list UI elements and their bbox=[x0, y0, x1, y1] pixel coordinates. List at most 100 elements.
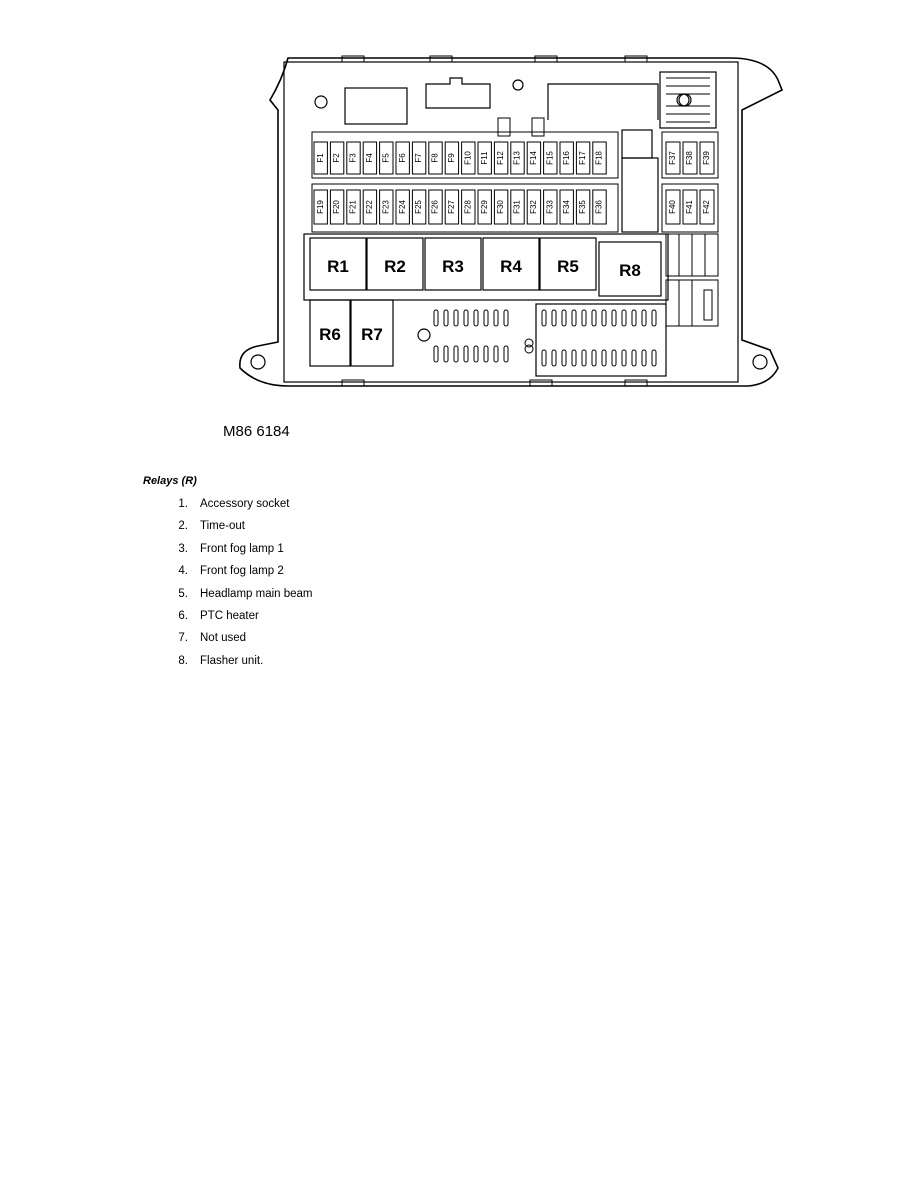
fuse-slot bbox=[329, 141, 345, 175]
fuse-slot bbox=[575, 141, 591, 175]
connector-pin bbox=[503, 309, 509, 327]
connector-pin bbox=[483, 345, 489, 363]
connector-pin bbox=[551, 349, 557, 367]
fuse-label: F36 bbox=[595, 200, 604, 214]
relay-r5 bbox=[539, 237, 597, 291]
relay-r2 bbox=[366, 237, 424, 291]
fuse-label: F5 bbox=[381, 153, 390, 163]
relay-description: Time-out bbox=[200, 520, 245, 533]
connector-pin bbox=[601, 309, 607, 327]
connector-pin bbox=[581, 349, 587, 367]
fuse-slot bbox=[313, 189, 328, 225]
fuse-slot bbox=[379, 141, 394, 175]
fuse-slot bbox=[428, 141, 443, 175]
fuse-label: F35 bbox=[578, 200, 587, 214]
fuse-slot bbox=[444, 189, 460, 225]
fuse-label: F3 bbox=[349, 153, 358, 163]
connector-pin bbox=[641, 349, 647, 367]
connector-pin bbox=[443, 309, 449, 327]
fuse-label: F25 bbox=[414, 200, 423, 214]
fuse-label: F23 bbox=[381, 200, 390, 214]
fuse-label: F42 bbox=[702, 200, 711, 214]
fuse-slot bbox=[543, 189, 558, 225]
fuse-label: F13 bbox=[513, 151, 522, 165]
relay-label-r3: R3 bbox=[442, 257, 464, 276]
connector-pin bbox=[433, 345, 439, 363]
fuse-slot bbox=[575, 189, 591, 225]
fuse-slot bbox=[411, 141, 427, 175]
fuse-slot bbox=[346, 141, 361, 175]
fuse-slot bbox=[665, 189, 681, 225]
fuse-slot bbox=[543, 141, 558, 175]
mount-hole-bl bbox=[250, 354, 266, 370]
relay-list-item: 7.Not used bbox=[150, 632, 313, 654]
connector-pin bbox=[561, 349, 567, 367]
fuse-label: F24 bbox=[398, 200, 407, 214]
connector-pin bbox=[453, 309, 459, 327]
relay-r4 bbox=[482, 237, 540, 291]
mount-hole-ml bbox=[417, 328, 431, 342]
connector-pin bbox=[463, 309, 469, 327]
fuse-slot bbox=[510, 189, 525, 225]
fuse-slot bbox=[682, 141, 698, 175]
relay-description: Accessory socket bbox=[200, 498, 290, 510]
connector-pin bbox=[443, 345, 449, 363]
fuse-label: F38 bbox=[685, 151, 694, 165]
connector-pins bbox=[433, 309, 657, 367]
fuse-label: F31 bbox=[513, 200, 522, 214]
connector-pin bbox=[621, 309, 627, 327]
connector-pin bbox=[621, 349, 627, 367]
fuse-label: F11 bbox=[480, 151, 489, 165]
figure-id: M86 6184 bbox=[223, 423, 290, 440]
connector-pin bbox=[483, 309, 489, 327]
connector-pin bbox=[503, 345, 509, 363]
fuse-slot bbox=[362, 189, 378, 225]
fuse-slot bbox=[411, 189, 427, 225]
relay-list-item: 2.Time-out bbox=[150, 520, 313, 542]
relay-r7 bbox=[350, 299, 394, 367]
fuse-slot bbox=[526, 189, 542, 225]
fuse-label: F28 bbox=[463, 200, 472, 214]
relay-label-r4: R4 bbox=[500, 257, 522, 276]
relay-r6 bbox=[309, 299, 351, 367]
relay-description: Front fog lamp 1 bbox=[200, 542, 284, 555]
relay-list-item: 8.Flasher unit. bbox=[150, 655, 313, 677]
fuse-label: F15 bbox=[545, 151, 554, 165]
connector-pin bbox=[581, 309, 587, 327]
connector-pin bbox=[551, 309, 557, 327]
fuse-label: F26 bbox=[431, 200, 440, 214]
connector-pin bbox=[541, 349, 547, 367]
relay-label-r7: R7 bbox=[361, 325, 383, 344]
fuse-label: F29 bbox=[480, 200, 489, 214]
fuse-slot bbox=[461, 189, 476, 225]
relay-description: PTC heater bbox=[200, 609, 259, 622]
relay-list-item: 3. Front fog lamp 1 bbox=[150, 543, 313, 565]
section-title: Relays (R) bbox=[143, 475, 197, 487]
fuse-slot bbox=[699, 189, 715, 225]
connector-pin bbox=[651, 309, 657, 327]
fuse-label: F22 bbox=[365, 200, 374, 214]
relay-label-r6: R6 bbox=[319, 325, 341, 344]
relay-label-r8: R8 bbox=[619, 261, 641, 280]
relay-description: Headlamp main beam bbox=[200, 587, 313, 600]
relay-number: 3. bbox=[178, 542, 188, 555]
fuse-label: F37 bbox=[668, 151, 677, 165]
fuse-label: F12 bbox=[496, 151, 505, 165]
fuse-slot bbox=[699, 141, 715, 175]
mount-hole-top bbox=[512, 79, 524, 91]
fuse-slot bbox=[493, 141, 509, 175]
fuse-slot bbox=[379, 189, 394, 225]
connector-pin bbox=[453, 345, 459, 363]
fuse-label: F4 bbox=[365, 153, 374, 163]
relay-label-r1: R1 bbox=[327, 257, 349, 276]
fuse-slot bbox=[461, 141, 476, 175]
connector-pin bbox=[631, 309, 637, 327]
relay-r3 bbox=[424, 237, 482, 291]
fuse-slot bbox=[592, 141, 607, 175]
fuse-slot bbox=[665, 141, 681, 175]
